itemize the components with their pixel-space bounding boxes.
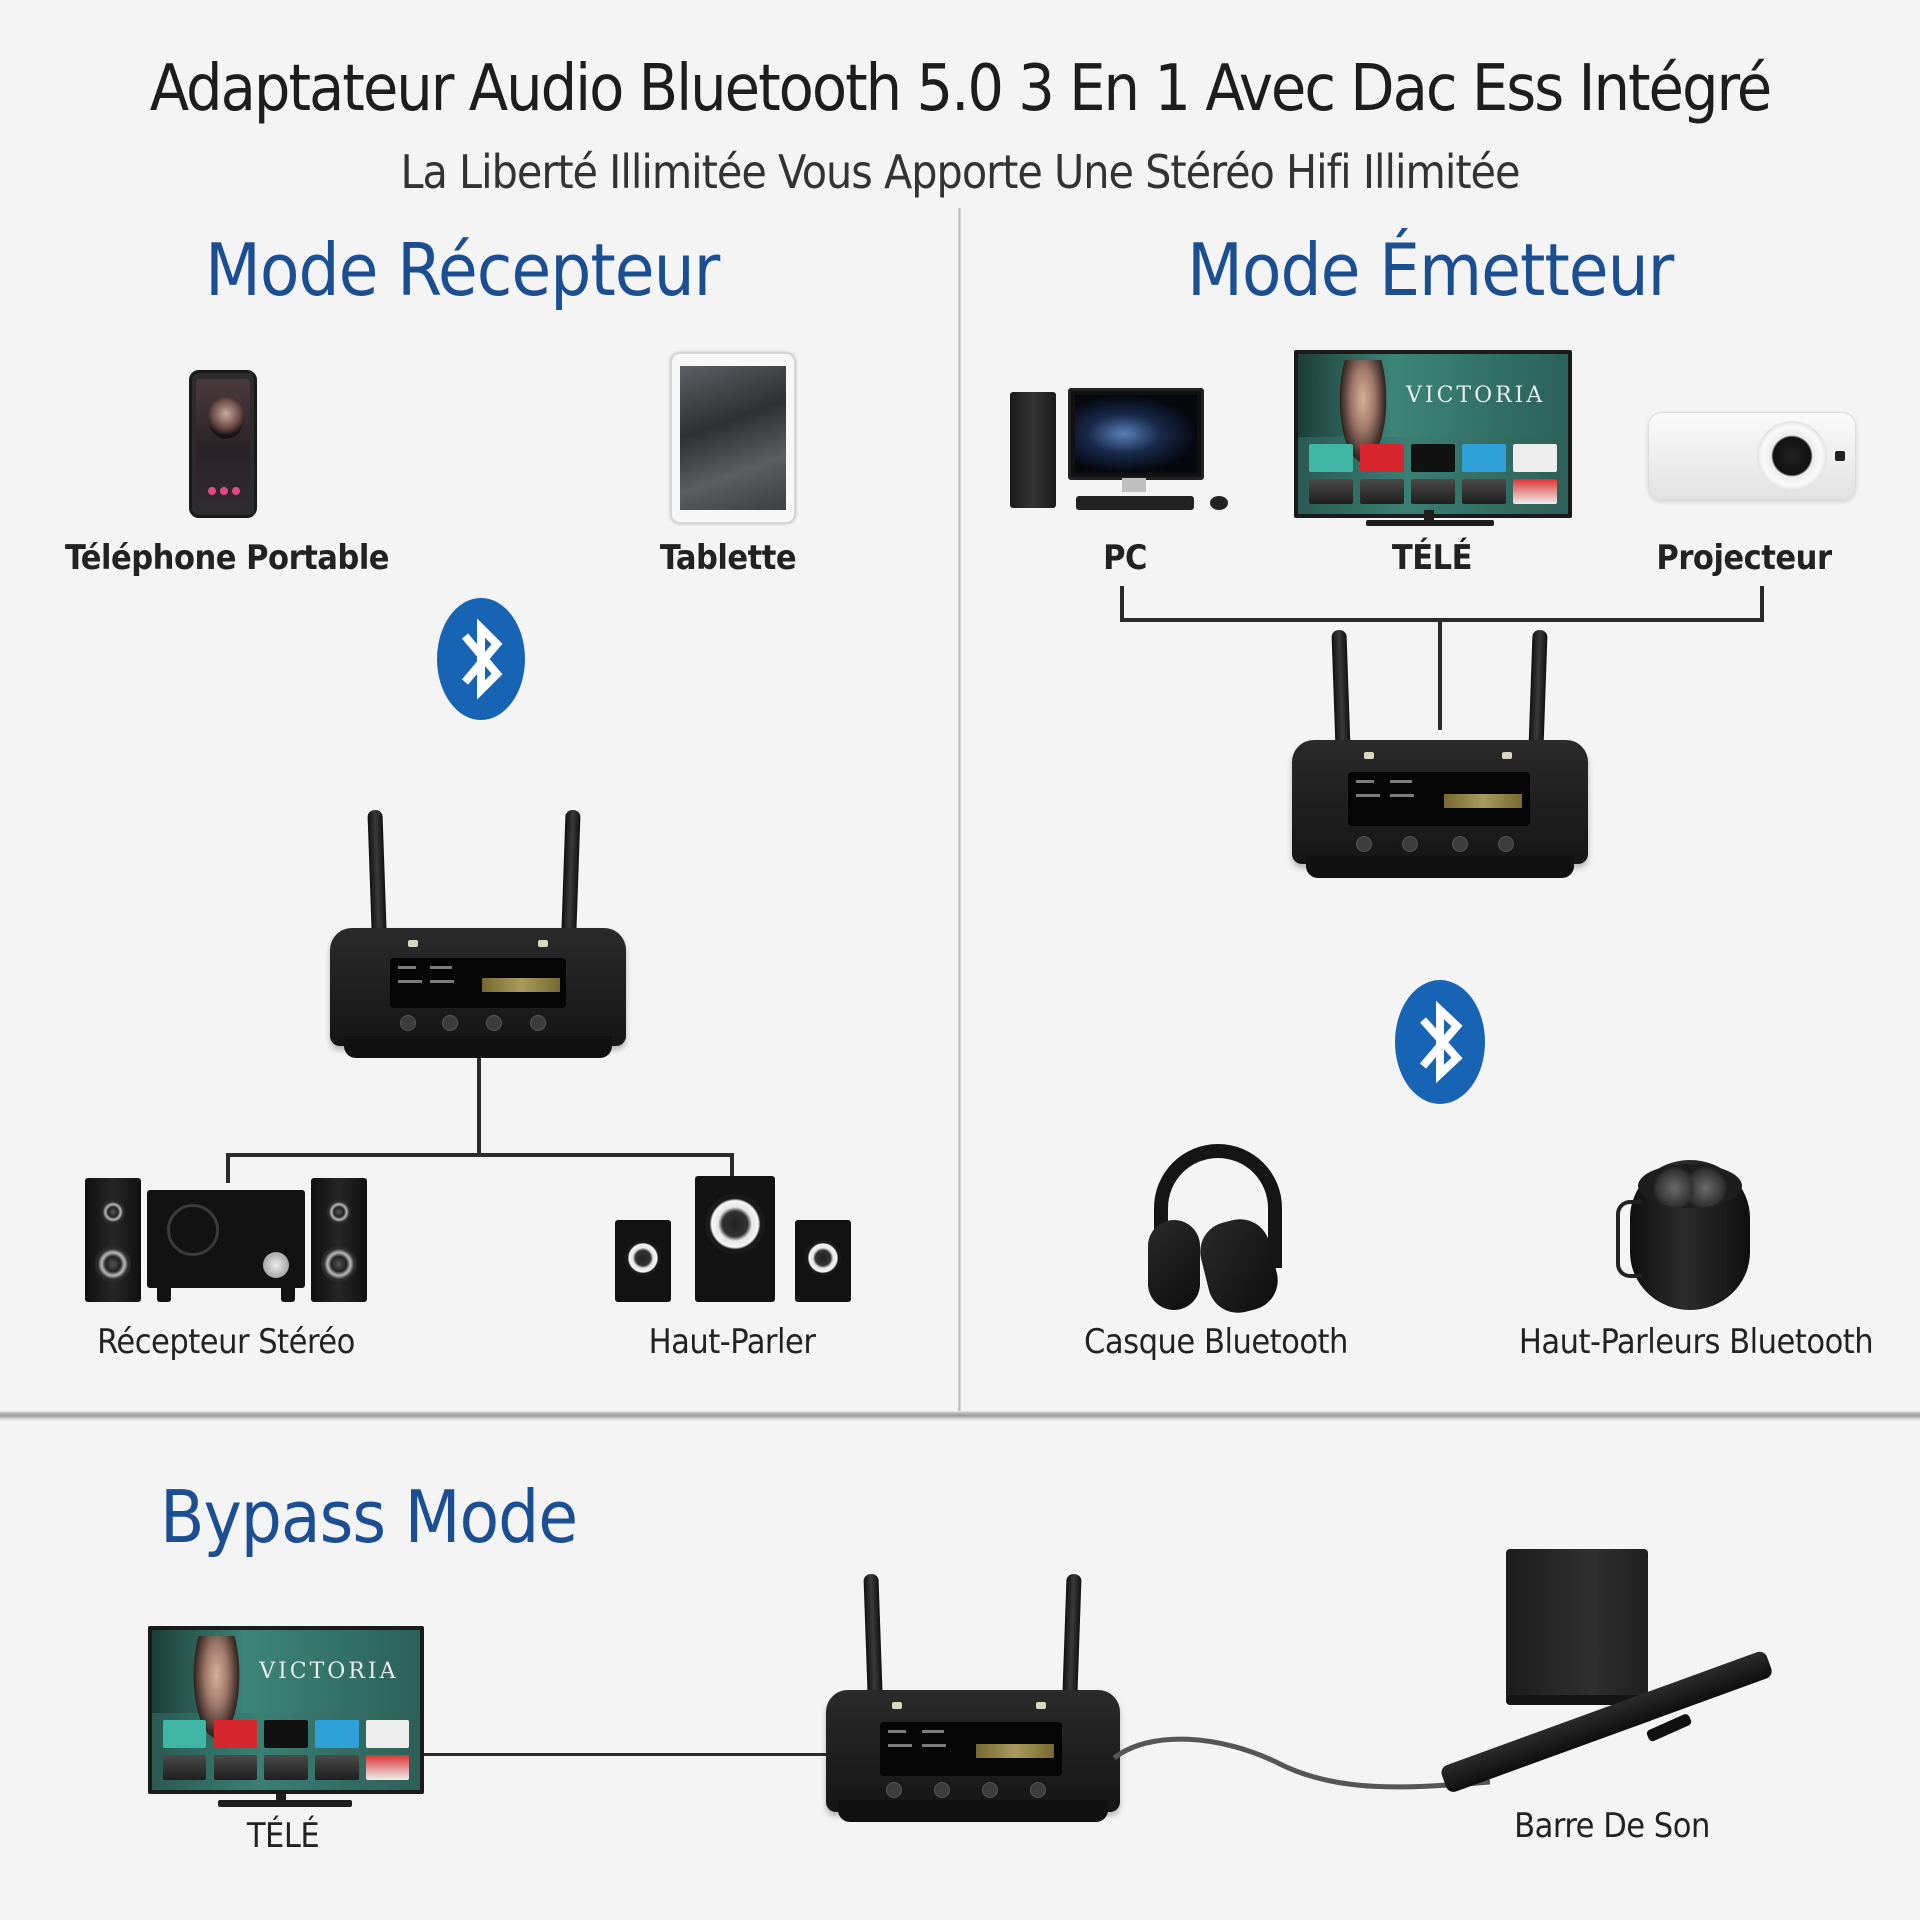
source-label-pc: PC: [1103, 538, 1147, 578]
tv-stand: [276, 1794, 286, 1804]
connector-line: [1120, 618, 1764, 622]
section-divider-vertical: [958, 208, 961, 1416]
output-label-soundbar: Barre De Son: [1514, 1806, 1710, 1846]
tv-stand: [1424, 510, 1434, 522]
speakers-icon: [615, 1176, 855, 1304]
connector-line: [424, 1753, 832, 1756]
connector-line: [730, 1153, 734, 1179]
bypass-mode-title: Bypass Mode: [160, 1475, 578, 1559]
headphones-icon: [1148, 1140, 1288, 1320]
receiver-mode-title: Mode Récepteur: [205, 228, 720, 312]
connector-line: [1760, 586, 1764, 622]
tv-icon: VICTORIA: [148, 1626, 424, 1794]
desktop-pc-icon: [1010, 388, 1236, 516]
section-divider-horizontal: [0, 1411, 1920, 1421]
tv-stand-base: [218, 1800, 352, 1807]
tablet-icon: [670, 352, 796, 524]
bluetooth-adapter-receiver: [330, 809, 626, 1060]
audio-cable: [1112, 1736, 1491, 1790]
connector-line: [226, 1153, 230, 1183]
source-label-tv: TÉLÉ: [246, 1816, 320, 1856]
tv-show-title: VICTORIA: [1406, 382, 1546, 408]
source-label-projector: Projecteur: [1656, 538, 1832, 578]
output-label-bluetooth-speaker: Haut-Parleurs Bluetooth: [1518, 1322, 1874, 1362]
connector-line: [1438, 618, 1442, 730]
page-subtitle: La Liberté Illimitée Vous Apporte Une St…: [400, 145, 1521, 199]
smartphone-icon: [189, 370, 257, 518]
bluetooth-icon: [437, 598, 525, 720]
output-label-headphones: Casque Bluetooth: [1084, 1322, 1348, 1362]
tv-show-title: VICTORIA: [259, 1658, 399, 1684]
stereo-receiver-icon: [85, 1176, 369, 1304]
transmitter-mode-title: Mode Émetteur: [1187, 228, 1674, 312]
connector-line: [226, 1153, 734, 1157]
page-title: Adaptateur Audio Bluetooth 5.0 3 En 1 Av…: [149, 52, 1772, 126]
projector-icon: [1648, 412, 1856, 500]
bluetooth-icon: [1395, 980, 1485, 1104]
bluetooth-speaker-icon: [1616, 1160, 1750, 1310]
bluetooth-adapter-transmitter: [1292, 629, 1588, 880]
output-label-stereo-receiver: Récepteur Stéréo: [97, 1322, 355, 1362]
tv-icon: VICTORIA: [1294, 350, 1572, 518]
soundbar-icon: [1439, 1545, 1790, 1815]
connector-line: [1120, 586, 1124, 622]
bluetooth-adapter-bypass: [826, 1573, 1120, 1824]
output-label-speakers: Haut-Parler: [648, 1322, 816, 1362]
source-label-tablet: Tablette: [659, 538, 797, 578]
tv-stand-base: [1366, 520, 1494, 526]
source-label-phone: Téléphone Portable: [64, 538, 390, 578]
connector-line: [477, 1058, 481, 1156]
source-label-tv: TÉLÉ: [1391, 538, 1473, 578]
